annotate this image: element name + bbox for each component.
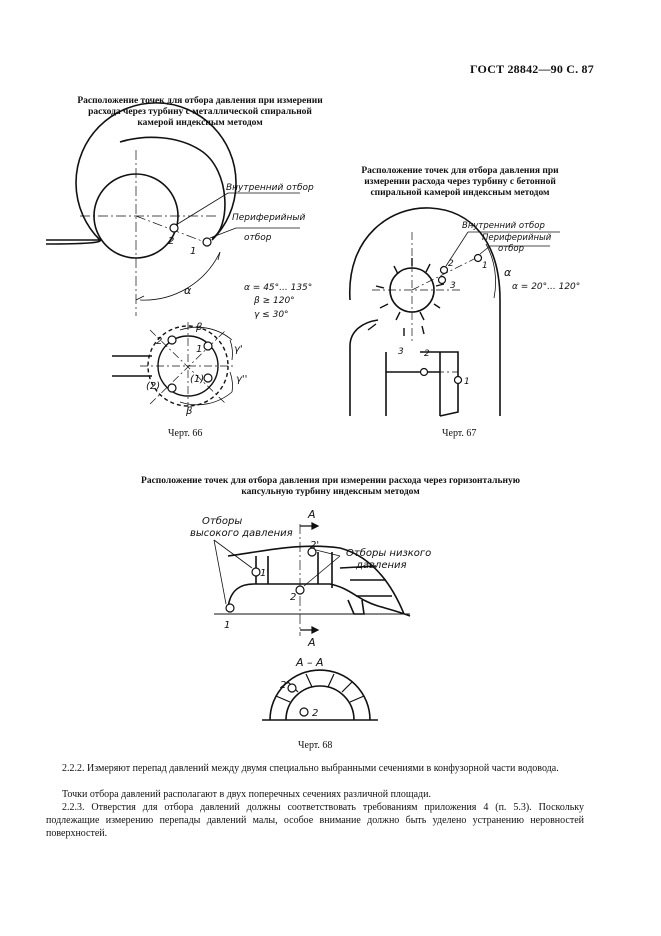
fig67-condition-alpha: α = 20°... 120° bbox=[512, 282, 580, 292]
fig66-label: Черт. 66 bbox=[168, 428, 203, 439]
fig68-tap-2 bbox=[295, 585, 305, 595]
fig66-peripheral-label: Периферийный bbox=[232, 213, 306, 223]
fig66-caption-line: Расположение точек для отбора давления п… bbox=[77, 96, 323, 106]
fig66-caption: Расположение точек для отбора давления п… bbox=[70, 96, 330, 129]
fig66-sec-tap-2 bbox=[167, 335, 177, 345]
fig68-sec-point-2p: 2' bbox=[280, 680, 289, 691]
fig67-point-1-label: 1 bbox=[482, 261, 488, 271]
fig67-tap-3 bbox=[437, 275, 447, 285]
fig68-tap-1 bbox=[225, 603, 235, 613]
spiral-outer bbox=[119, 136, 226, 239]
paragraph-points: Точки отбора давлений располагают в двух… bbox=[62, 789, 431, 800]
fig66-sec-tap-1b bbox=[203, 373, 213, 383]
fig68-low-label: давления bbox=[355, 560, 407, 571]
fig67-sec-label-3: 3 bbox=[398, 347, 404, 357]
fig68-bulb bbox=[227, 583, 411, 617]
fig68-section-outer bbox=[269, 669, 371, 721]
fig68-point-1p: 1' bbox=[260, 568, 269, 579]
fig68-low-label: Отборы низкого bbox=[346, 547, 431, 559]
fig66-section-pipe bbox=[112, 355, 152, 377]
fig66-caption-line: расхода через турбину с металлической сп… bbox=[88, 107, 312, 117]
paragraph-2-2-3: 2.2.3. Отверстия для отбора давлений дол… bbox=[46, 802, 584, 839]
fig66-gamma2: γ'' bbox=[236, 374, 247, 385]
fig68-high-label: высокого давления bbox=[190, 528, 293, 539]
fig66-caption-line: камерой индексным методом bbox=[137, 118, 263, 128]
fig68-sec-tap-2 bbox=[299, 707, 309, 717]
fig66-condition-alpha: α = 45°... 135° bbox=[244, 283, 312, 293]
fig66-sec-tap-2b bbox=[167, 383, 177, 393]
fig68-section-title: А – А bbox=[295, 656, 324, 669]
fig67-label: Черт. 67 bbox=[442, 428, 477, 439]
fig66-condition-gamma: γ ≤ 30° bbox=[254, 310, 289, 320]
fig68-runner bbox=[347, 599, 365, 615]
fig68-high-label: Отборы bbox=[202, 515, 242, 527]
fig66-beta-top: β bbox=[195, 322, 203, 333]
fig67-sec-tap-1 bbox=[453, 375, 463, 385]
fig66-gamma1: γ' bbox=[234, 344, 243, 355]
fig67-section bbox=[385, 351, 459, 417]
fig66-point-1-label: 1 bbox=[190, 246, 196, 257]
paragraph-2-2-2: 2.2.2. Измеряют перепад давлений между д… bbox=[62, 763, 559, 774]
fig67-sec-label-1: 1 bbox=[464, 377, 470, 387]
fig67-point-3-label: 3 bbox=[450, 281, 456, 291]
fig66-point-2-label: 2 bbox=[168, 236, 174, 247]
fig68-section-a-top: А bbox=[307, 508, 316, 521]
fig67-sec-tap-2 bbox=[419, 367, 429, 377]
fig66-sec-tap-1 bbox=[203, 341, 213, 351]
fig67-tap-1 bbox=[473, 253, 483, 263]
fig66-sec-label-2: 2 bbox=[156, 336, 162, 347]
fig67-caption-line: спиральной камерой индексным методом bbox=[370, 188, 550, 198]
fig66-beta-bottom: β bbox=[185, 406, 193, 417]
fig68-tap-1p bbox=[251, 567, 261, 577]
fig66-peripheral-label: отбор bbox=[244, 233, 272, 243]
fig66-sec-label-1b: (1) bbox=[190, 374, 204, 385]
fig68-label: Черт. 68 bbox=[298, 740, 333, 751]
tap-point-1 bbox=[202, 237, 212, 247]
fig68-point-2: 2 bbox=[290, 592, 296, 603]
fig68-outer-wall bbox=[227, 545, 405, 615]
fig67-peripheral-label: Периферийный bbox=[482, 233, 552, 243]
fig66-sec-label-2b: (2) bbox=[146, 381, 160, 392]
fig67-caption-line: измерении расхода через турбину с бетонн… bbox=[364, 177, 556, 187]
fig67-caption: Расположение точек для отбора давления п… bbox=[340, 166, 580, 199]
fig67-point-2-label: 2 bbox=[448, 259, 454, 269]
fig67-casing bbox=[349, 207, 501, 416]
fig68-tap-2p bbox=[307, 547, 317, 557]
fig68-point-1: 1 bbox=[224, 620, 230, 631]
fig68-sec-tap-2p bbox=[287, 683, 297, 693]
fig68-section-inner bbox=[285, 685, 355, 721]
fig67-peripheral-label: отбор bbox=[498, 244, 524, 254]
fig68-caption: Расположение точек для отбора давления п… bbox=[60, 476, 601, 498]
fig67-tap-2 bbox=[439, 265, 449, 275]
fig66-sec-label-1: 1 bbox=[196, 344, 202, 355]
fig66-inner-tap-label: Внутренний отбор bbox=[226, 183, 314, 193]
fig68-caption-line: капсульную турбину индексным методом bbox=[241, 487, 420, 497]
fig68-section-a-bottom: А bbox=[307, 636, 316, 649]
tap-point-2 bbox=[169, 223, 179, 233]
fig68-caption-line: Расположение точек для отбора давления п… bbox=[141, 476, 520, 486]
page-header: ГОСТ 28842—90 С. 87 bbox=[470, 62, 594, 76]
fig67-alpha-label: α bbox=[504, 266, 512, 279]
fig66-condition-beta: β ≥ 120° bbox=[253, 296, 295, 306]
fig68-guide-vanes bbox=[339, 565, 392, 597]
fig66-alpha-label: α bbox=[184, 284, 192, 297]
fig68-sec-point-2: 2 bbox=[312, 708, 318, 719]
spiral-casing bbox=[45, 102, 237, 245]
fig68-point-2p: 2' bbox=[310, 540, 319, 551]
fig67-sec-label-2: 2 bbox=[424, 349, 430, 359]
fig67-caption-line: Расположение точек для отбора давления п… bbox=[361, 166, 559, 176]
fig67-inner-tap-label: Внутренний отбор bbox=[462, 221, 545, 231]
